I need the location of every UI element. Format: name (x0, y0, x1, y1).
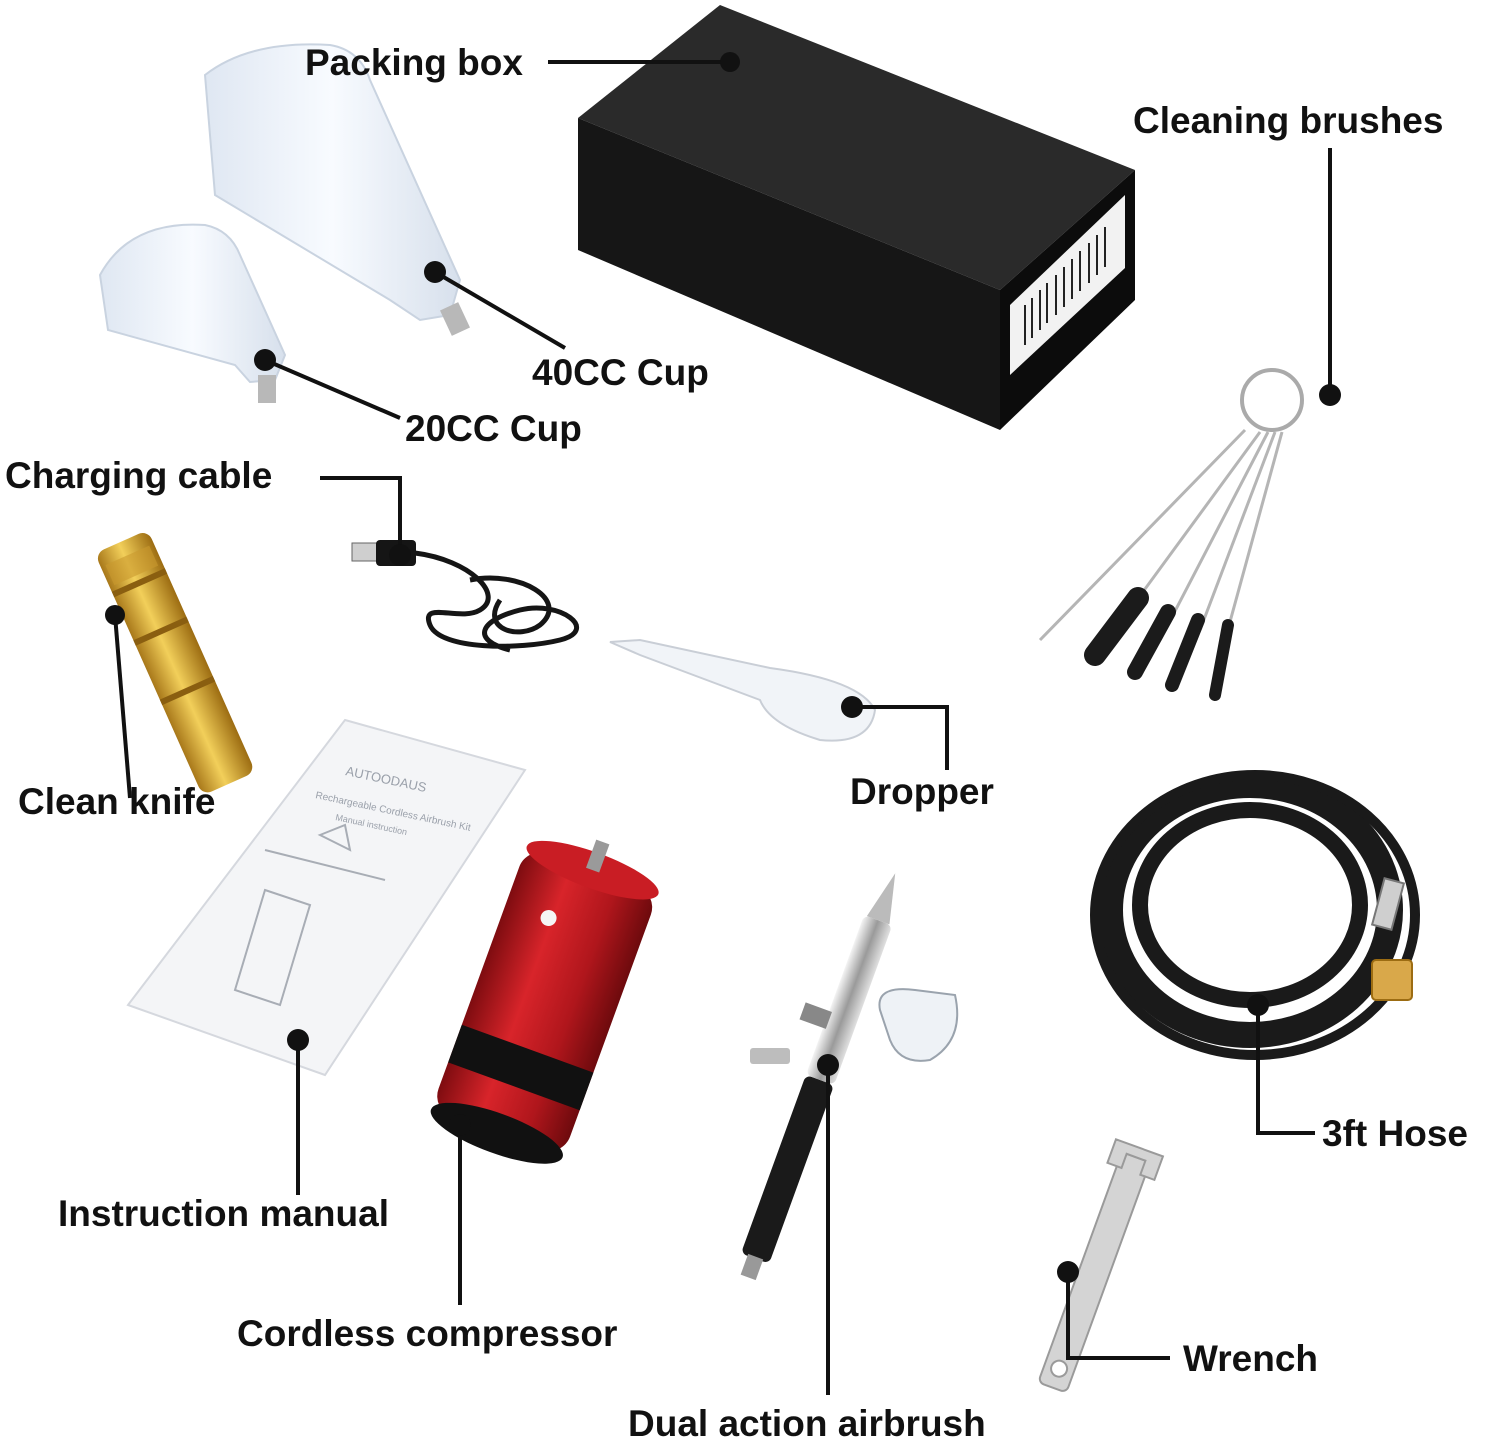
label-dropper: Dropper (850, 771, 994, 812)
brass-tool-icon (97, 533, 253, 793)
label-charging-cable: Charging cable (5, 455, 273, 496)
packing-box-icon (578, 5, 1135, 430)
usb-cable-icon (351, 540, 579, 653)
manual-icon: AUTOODAUS Rechargeable Cordless Airbrush… (126, 718, 527, 1077)
label-3ft-hose: 3ft Hose (1322, 1113, 1468, 1154)
cleaning-brushes-icon (1038, 368, 1304, 701)
hose-icon (1090, 770, 1420, 1060)
label-dual-action-airbrush: Dual action airbrush (628, 1403, 986, 1444)
label-20cc-cup: 20CC Cup (405, 408, 582, 449)
pipette-icon (609, 638, 877, 742)
airbrush-icon (740, 873, 959, 1281)
compressor-icon (430, 839, 659, 1164)
label-clean-knife: Clean knife (18, 781, 216, 822)
label-cordless-compressor: Cordless compressor (237, 1313, 618, 1354)
leader-lines (113, 60, 1332, 1395)
label-wrench: Wrench (1183, 1338, 1319, 1379)
label-instruction-manual: Instruction manual (58, 1193, 389, 1234)
cup-40cc-icon (203, 43, 470, 336)
label-cleaning-brushes: Cleaning brushes (1133, 100, 1444, 141)
label-packing-box: Packing box (305, 42, 523, 83)
label-40cc-cup: 40CC Cup (532, 352, 709, 393)
marker-dots (105, 52, 1341, 1283)
cup-20cc-icon (98, 223, 287, 403)
